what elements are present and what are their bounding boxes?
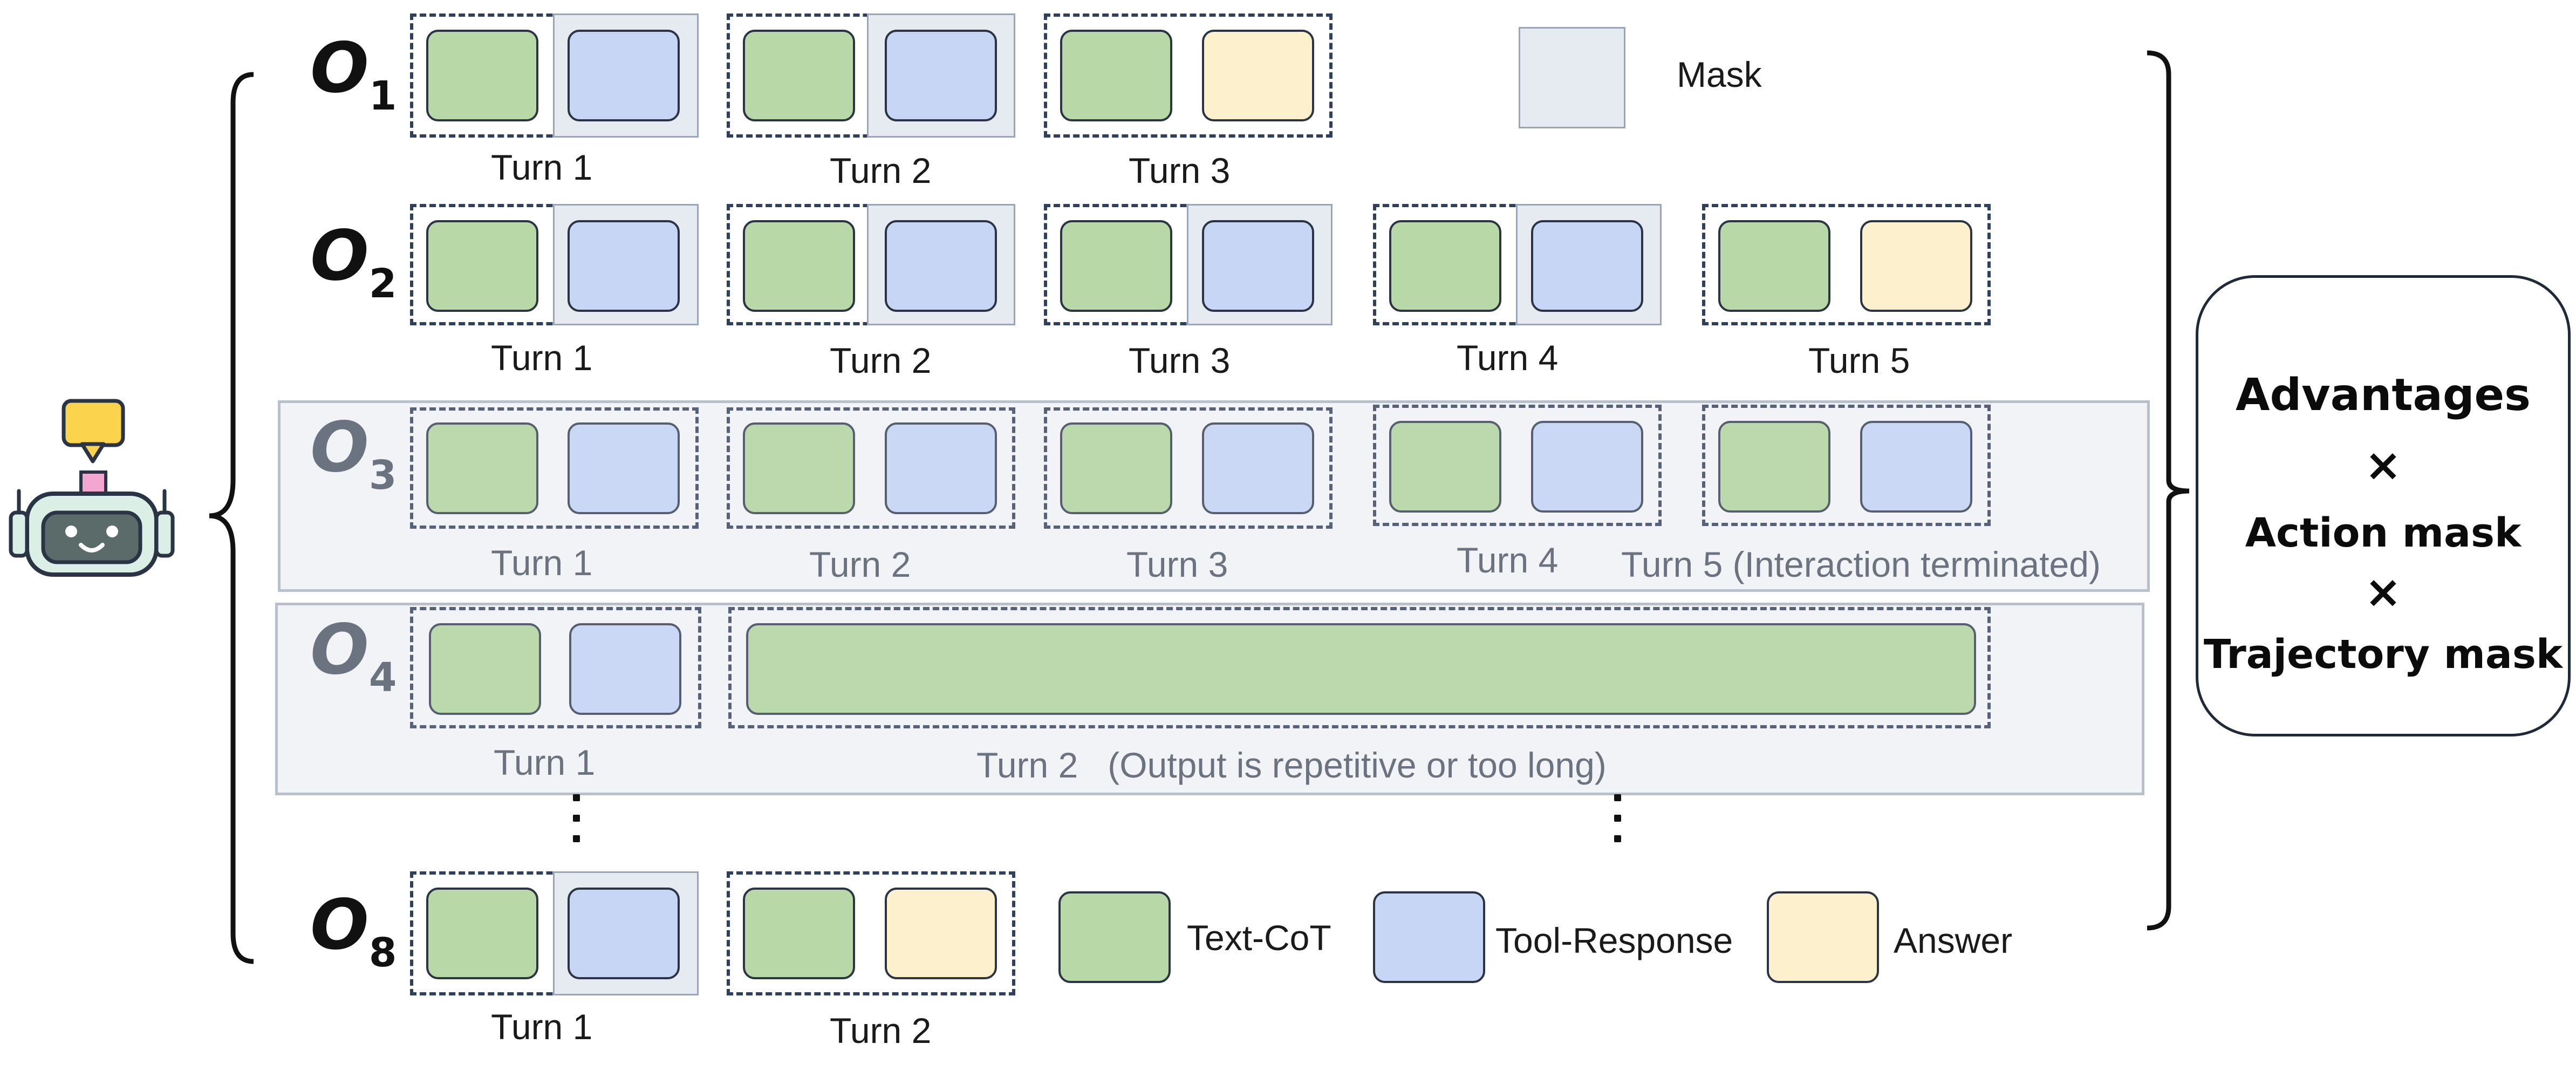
tool-response-block	[1202, 422, 1314, 514]
turn-box	[727, 407, 1015, 529]
turn-box	[1044, 13, 1333, 138]
turn-label: Turn 5	[1808, 340, 1910, 380]
answer-block	[1202, 30, 1314, 121]
tool-response-block	[1531, 421, 1643, 513]
panel-times-1: ×	[2365, 440, 2402, 491]
text-cot-block	[743, 422, 855, 514]
text-cot-block	[429, 623, 541, 715]
left-brace	[209, 72, 254, 964]
vertical-ellipsis-icon	[573, 794, 580, 848]
panel-times-2: ×	[2365, 567, 2402, 618]
answer-block	[885, 888, 997, 979]
legend-mask-swatch	[1519, 27, 1625, 128]
text-cot-block	[1718, 220, 1830, 312]
panel-trajectory-mask: Trajectory mask	[2203, 631, 2563, 678]
turn-box	[1702, 204, 1991, 325]
text-cot-block	[1060, 422, 1172, 514]
turn-label: Turn 2 (Output is repetitive or too long…	[976, 745, 1607, 785]
speech-bubble-icon	[62, 399, 125, 463]
tool-response-block	[885, 220, 997, 312]
text-cot-block	[426, 30, 538, 121]
row-label-o2: O2	[310, 216, 397, 307]
legend-tool-response-swatch	[1373, 891, 1485, 983]
objective-panel: Advantages × Action mask × Trajectory ma…	[2196, 275, 2571, 736]
text-cot-block	[1389, 220, 1501, 312]
text-cot-block	[743, 30, 855, 121]
panel-action-mask: Action mask	[2245, 510, 2522, 556]
text-cot-long-block	[746, 623, 1976, 715]
answer-block	[1860, 220, 1972, 312]
row-label-o1: O1	[310, 28, 397, 119]
tool-response-block	[1202, 220, 1314, 312]
turn-label: Turn 1	[491, 543, 593, 583]
legend-answer-swatch	[1767, 891, 1879, 983]
turn-box	[410, 407, 699, 529]
tool-response-block	[568, 30, 680, 121]
row-label-o8: O8	[310, 885, 397, 976]
turn-label: Turn 4	[1457, 540, 1559, 580]
text-cot-block	[426, 422, 538, 514]
turn-label: Turn 2	[830, 340, 932, 380]
turn-label: Turn 1	[491, 1007, 593, 1047]
vertical-ellipsis-icon	[1614, 794, 1622, 848]
text-cot-block	[426, 220, 538, 312]
turn-label: Turn 1	[491, 338, 593, 378]
turn-label: Turn 4	[1457, 338, 1559, 378]
turn-label: Turn 2	[830, 151, 932, 190]
turn-box	[727, 871, 1015, 995]
row-label-o3: O3	[310, 407, 397, 499]
text-cot-block	[1389, 421, 1501, 513]
turn-box	[1702, 405, 1991, 526]
panel-advantages: Advantages	[2236, 370, 2531, 421]
tool-response-block	[568, 888, 680, 979]
text-cot-block	[1718, 421, 1830, 513]
legend-answer-label: Answer	[1894, 920, 2013, 960]
text-cot-block	[743, 220, 855, 312]
tool-response-block	[1860, 421, 1972, 513]
turn-box	[1373, 405, 1662, 526]
turn-label: Turn 5 (Interaction terminated)	[1621, 544, 2101, 584]
tool-response-block	[885, 30, 997, 121]
text-cot-block	[1060, 220, 1172, 312]
turn-label: Turn 2	[830, 1011, 932, 1050]
tool-response-block	[1531, 220, 1643, 312]
legend-mask-label: Mask	[1677, 54, 1762, 94]
turn-label: Turn 1	[491, 147, 593, 187]
turn-box-long	[728, 607, 1991, 728]
turn-label: Turn 3	[1126, 544, 1228, 584]
tool-response-block	[568, 220, 680, 312]
legend-text-cot-swatch	[1058, 891, 1171, 983]
turn-label: Turn 1	[494, 742, 596, 782]
text-cot-block	[743, 888, 855, 979]
right-bracket	[2147, 50, 2190, 931]
legend-text-cot-label: Text-CoT	[1187, 918, 1331, 958]
turn-box	[1044, 407, 1333, 529]
robot-icon	[9, 399, 175, 577]
turn-box	[410, 607, 701, 728]
text-cot-block	[426, 888, 538, 979]
turn-label: Turn 3	[1129, 151, 1231, 190]
text-cot-block	[1060, 30, 1172, 121]
tool-response-block	[569, 623, 681, 715]
legend-tool-response-label: Tool-Response	[1495, 920, 1733, 960]
turn-label: Turn 2	[809, 544, 911, 584]
row-label-o4: O4	[310, 610, 397, 701]
tool-response-block	[885, 422, 997, 514]
tool-response-block	[568, 422, 680, 514]
turn-label: Turn 3	[1129, 340, 1231, 380]
